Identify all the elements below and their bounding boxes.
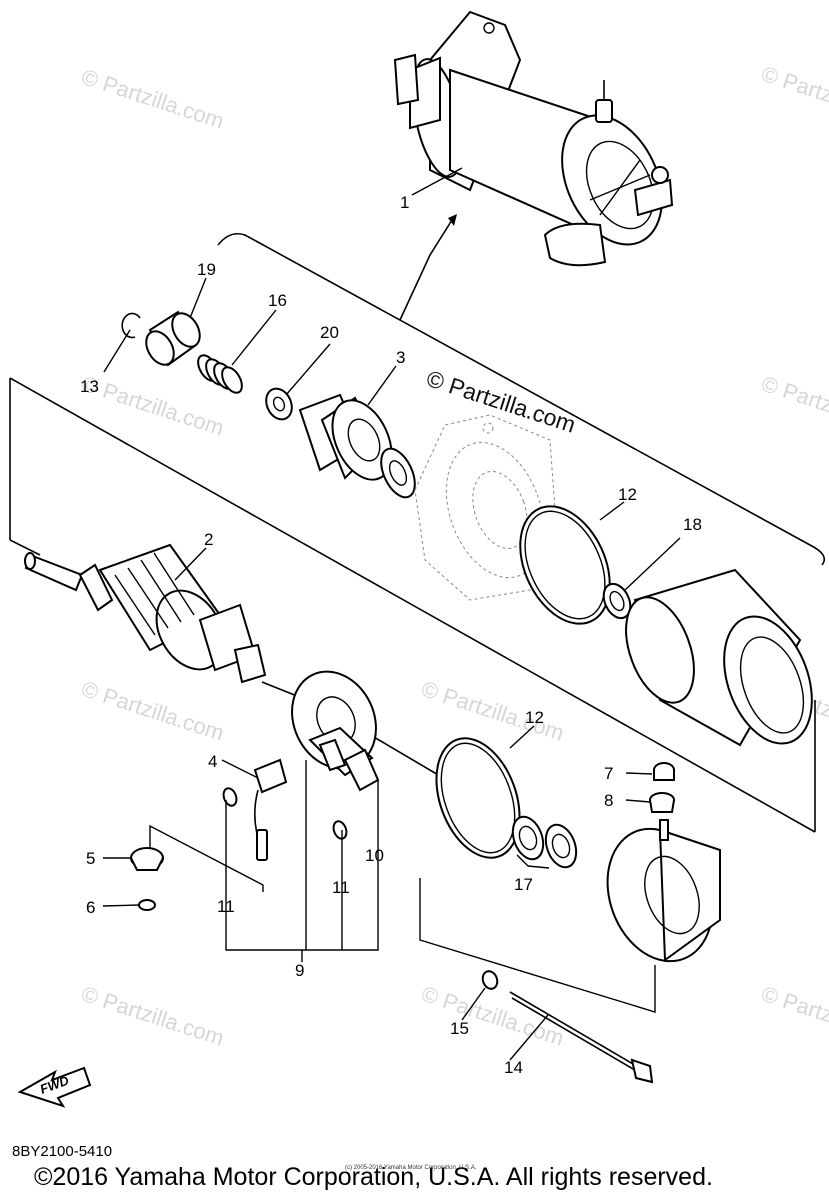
fwd-arrow-icon: FWD (17, 1066, 92, 1108)
callout-12-upper: 12 (618, 485, 637, 504)
callout-17: 17 (514, 875, 533, 894)
rear-cover (606, 819, 721, 963)
callout-11-left: 11 (217, 897, 235, 916)
part-11-spring-right (332, 820, 348, 840)
part-16-spring (197, 354, 243, 394)
part-13-circlip (121, 312, 141, 339)
callout-11-right: 11 (332, 878, 350, 897)
watermark-11: © Partzilla.com (758, 981, 829, 1051)
yoke-housing (625, 568, 813, 747)
part-12-o-ring-upper (519, 505, 611, 625)
part-15-washer (481, 970, 499, 990)
part-19-collar (145, 310, 201, 367)
part-20-washer (265, 387, 293, 421)
callout-19: 19 (197, 260, 216, 279)
callout-8: 8 (604, 791, 613, 810)
part-4-brush-lead (253, 758, 288, 861)
callout-1: 1 (400, 193, 409, 212)
part-6-washer (138, 899, 156, 911)
callout-numbers: 1 2 3 4 5 6 7 8 9 10 11 11 12 12 13 14 1… (80, 193, 702, 1077)
watermark-9: © Partzilla.com (78, 981, 227, 1051)
washer-right-of-pinion (380, 447, 416, 499)
watermark-6: © Partzilla.com (78, 676, 227, 746)
callout-15: 15 (450, 1019, 469, 1038)
group-bracket-pointer (399, 219, 453, 321)
part-8-grommet (649, 792, 675, 813)
callout-4: 4 (208, 752, 217, 771)
part-1-starter-motor-assembly (393, 10, 674, 267)
part-5-grommet (130, 847, 164, 871)
callout-18: 18 (683, 515, 702, 534)
watermark-7: © Partzilla.com (418, 676, 567, 746)
part-2-armature (24, 543, 267, 684)
part-3-clutch-pinion (298, 393, 393, 481)
callout-6: 6 (86, 898, 95, 917)
callout-9: 9 (295, 961, 304, 980)
part-12-o-ring-lower (435, 737, 521, 859)
part-18-washer (602, 582, 632, 620)
watermark-5: © Partzilla.com (758, 371, 829, 441)
callout-3: 3 (396, 348, 405, 367)
callout-10: 10 (365, 846, 384, 865)
watermark-3: © Partzilla.com (758, 61, 829, 131)
callout-13: 13 (80, 377, 99, 396)
watermark-4: © Partzilla.com (78, 371, 227, 441)
fine-print: (c) 2005-2016 Yamaha Motor Corporation, … (345, 1165, 477, 1171)
callout-12-lower: 12 (525, 708, 544, 727)
group-bracket (217, 232, 826, 566)
part-11-spring-left (222, 787, 238, 807)
part-14-through-bolt (509, 991, 654, 1084)
brush-plate (291, 670, 380, 792)
leader-lines (102, 167, 681, 1061)
watermark-10: © Partzilla.com (418, 981, 567, 1051)
callout-2: 2 (204, 530, 213, 549)
callout-16: 16 (268, 291, 287, 310)
callout-20: 20 (320, 323, 339, 342)
copyright-notice: ©2016 Yamaha Motor Corporation, U.S.A. A… (34, 1163, 713, 1191)
part-17-washers (511, 815, 578, 869)
diagram-code: 8BY2100-5410 (12, 1143, 113, 1160)
watermark-1: © Partzilla.com (78, 64, 227, 134)
callout-14: 14 (504, 1058, 523, 1077)
callout-5: 5 (86, 849, 95, 868)
callout-7: 7 (604, 764, 613, 783)
part-7-nut (653, 762, 675, 781)
